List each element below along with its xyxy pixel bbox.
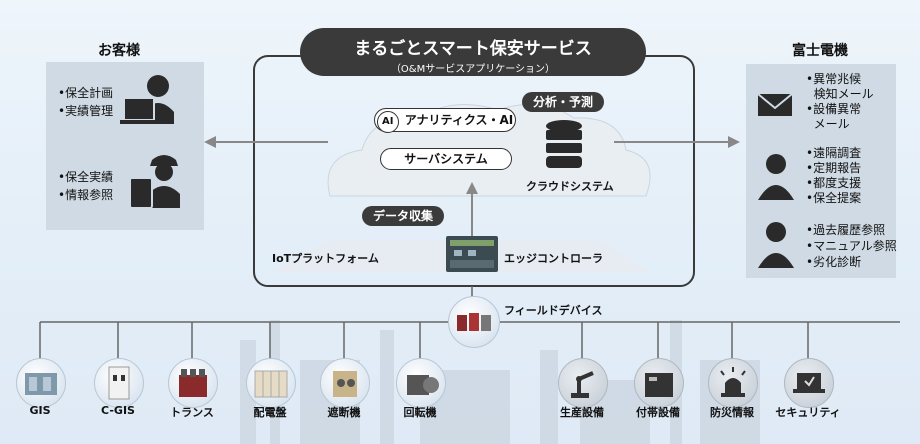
facility-label: 付帯設備 xyxy=(636,406,680,419)
list-item: •実績管理 xyxy=(58,104,114,118)
fuji-list-2: •遠隔調査 •定期報告 •都度支援 •保全提案 xyxy=(806,146,861,206)
customer-list-2: •保全実績 •情報参照 xyxy=(58,168,113,204)
list-item: メール xyxy=(813,117,850,131)
laptop-user-icon xyxy=(120,75,174,124)
mail-icon xyxy=(757,93,793,116)
switchboard-icon xyxy=(254,370,288,398)
device-label: GIS xyxy=(29,404,51,417)
list-item: •保全実績 xyxy=(58,170,114,184)
list-item: •マニュアル参照 xyxy=(806,239,897,253)
list-item: •都度支援 xyxy=(806,176,862,190)
facility-auxiliary xyxy=(634,358,684,408)
facility-label: 防災情報 xyxy=(710,406,754,419)
data-collect-pill: データ収集 xyxy=(362,206,444,226)
list-item: •過去履歴参照 xyxy=(806,223,886,237)
facility-security xyxy=(784,358,834,408)
laptop-security-icon xyxy=(793,373,825,393)
customer-list-1: •保全計画 •実績管理 xyxy=(58,84,113,120)
device-label: C-GIS xyxy=(101,404,135,417)
analytics-label: アナリティクス・AI xyxy=(404,113,514,127)
generator-icon xyxy=(645,373,673,397)
device-switchboard xyxy=(246,358,296,408)
list-item: •情報参照 xyxy=(58,188,114,202)
service-title: まるごとスマート保安サービス xyxy=(354,39,592,59)
database-icon xyxy=(546,120,582,168)
device-label: 遮断機 xyxy=(327,406,361,419)
field-device-hub xyxy=(448,296,500,348)
device-transformer xyxy=(168,358,218,408)
transformer-icon xyxy=(179,369,207,397)
staff-icon xyxy=(758,154,794,200)
analysis-pill: 分析・予測 xyxy=(522,92,604,112)
service-title-pill: まるごとスマート保安サービス （O&Mサービスアプリケーション） xyxy=(300,28,646,76)
field-device-label: フィールドデバイス xyxy=(504,304,603,317)
facility-label: 生産設備 xyxy=(560,406,604,419)
motor-icon xyxy=(407,375,439,395)
device-gis xyxy=(16,358,66,408)
edge-controller-icon xyxy=(446,236,498,272)
breaker-icon xyxy=(333,371,357,397)
facility-disaster xyxy=(708,358,758,408)
device-label: 配電盤 xyxy=(253,406,287,419)
list-item: •劣化診断 xyxy=(806,255,862,269)
customer-title: お客様 xyxy=(98,43,140,59)
list-item: •異常兆候 xyxy=(806,72,862,86)
fuji-title: 富士電機 xyxy=(792,43,848,59)
server-system-pill: サーバシステム xyxy=(380,148,512,170)
fuji-list-3: •過去履歴参照 •マニュアル参照 •劣化診断 xyxy=(806,222,897,270)
list-item: •保全提案 xyxy=(806,191,862,205)
device-breaker xyxy=(320,358,370,408)
gis-icon xyxy=(25,373,57,395)
facility-production xyxy=(558,358,608,408)
list-item: •設備異常 xyxy=(806,102,862,116)
robot-arm-icon xyxy=(571,371,594,398)
field-device-icon xyxy=(457,313,491,331)
c-gis-icon xyxy=(108,366,130,400)
facility-label: セキュリティ xyxy=(775,406,841,419)
fuji-list-1: •異常兆候 検知メール •設備異常 メール xyxy=(806,72,874,132)
list-item: •遠隔調査 xyxy=(806,146,862,160)
service-subtitle: （O&Mサービスアプリケーション） xyxy=(390,64,556,75)
iot-platform-label: IoTプラットフォーム xyxy=(272,252,379,265)
device-label: トランス xyxy=(170,406,214,419)
device-rotating-machine xyxy=(396,358,446,408)
ai-badge: AI xyxy=(376,111,399,133)
analytics-pill: AI アナリティクス・AI xyxy=(374,108,516,133)
cloud-system-label: クラウドシステム xyxy=(526,180,614,193)
list-item: •保全計画 xyxy=(58,86,114,100)
list-item: •定期報告 xyxy=(806,161,862,175)
worker-tablet-icon xyxy=(129,155,180,209)
alarm-icon xyxy=(720,367,746,397)
device-label: 回転機 xyxy=(403,406,437,419)
list-item: 検知メール xyxy=(813,87,874,101)
device-c-gis xyxy=(94,358,144,408)
engineer-icon xyxy=(758,222,794,268)
edge-controller-label: エッジコントローラ xyxy=(504,252,603,265)
